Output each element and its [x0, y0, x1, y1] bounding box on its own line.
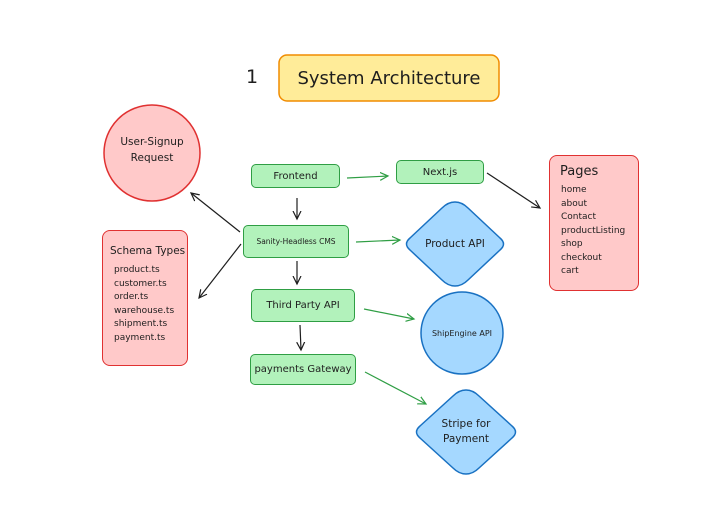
schema-types-list: product.ts customer.ts order.ts warehous…: [114, 264, 174, 345]
nextjs-label: Next.js: [422, 166, 458, 178]
schema-item-payment: payment.ts: [114, 332, 166, 343]
pages-list: home about Contact productListing shop c…: [561, 184, 625, 279]
third-party-api-node: Third Party API: [251, 289, 355, 322]
stripe-label: Stripe for Payment: [421, 417, 511, 447]
arrow-nextjs-to-pages: [486, 172, 540, 208]
shipengine-api-label: ShipEngine API: [431, 328, 493, 338]
arrow-sanity-to-schema-types: [199, 243, 242, 298]
schema-item-warehouse: warehouse.ts: [114, 305, 175, 316]
pages-item-contact: Contact: [561, 212, 597, 222]
arrow-frontend-to-nextjs: [346, 176, 388, 178]
arrow-payments-to-stripe: [364, 371, 426, 404]
sanity-node: Sanity-Headless CMS: [243, 225, 349, 258]
schema-item-order: order.ts: [114, 292, 149, 302]
schema-item-product: product.ts: [114, 265, 160, 275]
pages-item-productlisting: productListing: [561, 225, 626, 236]
stripe-node: [415, 389, 517, 475]
pages-item-cart: cart: [561, 266, 579, 276]
diagram-number: 1: [246, 66, 259, 88]
product-api-node: [405, 201, 505, 287]
pages-item-checkout: checkout: [561, 252, 602, 263]
arrow-third-party-to-shipengine: [363, 308, 414, 319]
user-signup-label: User-Signup Request: [104, 134, 200, 166]
schema-item-shipment: shipment.ts: [114, 319, 168, 329]
schema-item-customer: customer.ts: [114, 278, 167, 289]
edges: [191, 173, 540, 404]
sanity-label: Sanity-Headless CMS: [256, 237, 336, 246]
pages-item-home: home: [561, 185, 587, 195]
schema-types-node: Schema Types product.ts customer.ts orde…: [102, 230, 188, 366]
payments-gateway-node: payments Gateway: [250, 354, 356, 385]
frontend-node: Frontend: [251, 164, 340, 188]
stripe-label-line2: Payment: [443, 433, 489, 445]
payments-gateway-label: payments Gateway: [254, 364, 352, 375]
user-signup-node: [103, 104, 201, 202]
shipengine-api-node: [420, 291, 504, 375]
pages-item-about: about: [561, 198, 587, 209]
pages-item-shop: shop: [561, 239, 583, 249]
title-box: [278, 54, 500, 102]
arrow-sanity-to-product-api: [355, 240, 400, 242]
arrow-third-party-to-payments: [300, 324, 301, 350]
user-signup-label-line2: Request: [130, 152, 174, 164]
pages-node: Pages home about Contact productListing …: [549, 155, 639, 291]
third-party-api-label: Third Party API: [266, 300, 340, 311]
diagram-title: System Architecture: [297, 67, 481, 89]
arrow-sanity-to-user-signup: [191, 193, 241, 233]
user-signup-label-line1: User-Signup: [120, 136, 184, 148]
frontend-label: Frontend: [273, 170, 318, 182]
pages-title: Pages: [560, 164, 599, 179]
nextjs-node: Next.js: [396, 160, 484, 184]
stripe-label-line1: Stripe for: [441, 418, 491, 430]
product-api-label: Product API: [425, 238, 485, 250]
schema-types-title: Schema Types: [110, 245, 186, 257]
